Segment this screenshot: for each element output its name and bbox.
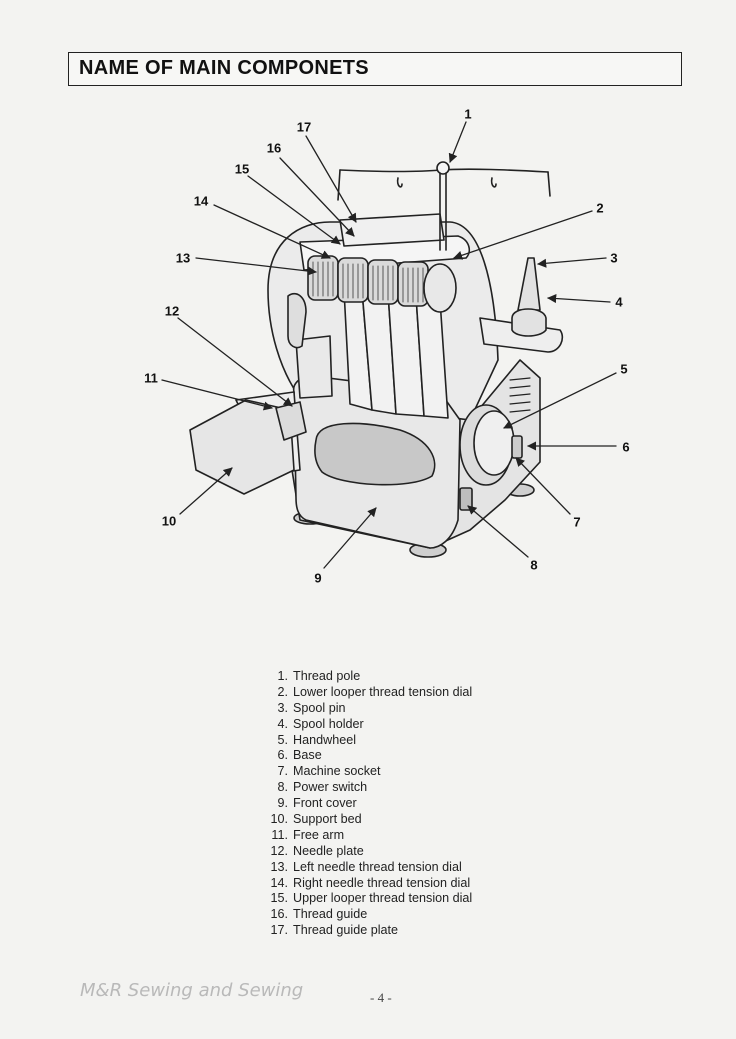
callout-6: 6 [622,439,630,455]
list-item: 7.Machine socket [277,764,381,779]
list-item: 1.Thread pole [277,669,361,683]
list-item: 13.Left needle thread tension dial [270,859,462,874]
callout-3: 3 [610,250,618,266]
side-vent [509,377,531,413]
left-panel [287,292,307,349]
list-item: 8.Power switch [277,780,368,795]
callout-16: 16 [266,140,282,156]
support-bed-shape [189,399,295,495]
list-item: 16.Thread guide [270,907,368,922]
callout-17: 17 [296,119,312,135]
list-item: 6.Base [277,748,322,763]
list-item: 2.Lower looper thread tension dial [277,684,473,699]
socket-shape [511,435,523,459]
thread-stand [337,161,551,251]
list-item: 15.Upper looper thread tension dial [270,891,473,906]
thread-guide-plate [339,213,445,247]
callout-1: 1 [464,106,472,122]
tension-dials [307,255,429,307]
list-item: 12.Needle plate [270,843,364,858]
title-box: NAME OF MAIN COMPONETS [68,52,682,86]
callout-9: 9 [314,570,322,586]
callout-2: 2 [596,200,604,216]
callout-5: 5 [620,361,628,377]
list-item: 3.Spool pin [277,700,346,715]
callout-10: 10 [161,513,177,529]
spool-pin [511,257,547,337]
callout-4: 4 [615,294,623,310]
looper-covers [343,289,449,419]
watermark-brand: M&R Sewing and Sewing [80,980,304,1001]
right-cap [423,263,457,313]
callout-13: 13 [175,250,191,266]
power-switch-shape [459,487,473,511]
presser-area [295,335,333,399]
list-item: 10.Support bed [270,812,362,827]
callout-14: 14 [193,193,209,209]
front-cover-oval [314,422,436,486]
list-item: 17.Thread guide plate [270,923,399,938]
callout-15: 15 [234,161,250,177]
callout-8: 8 [530,557,538,573]
list-item: 9.Front cover [277,796,357,811]
list-item: 14.Right needle thread tension dial [270,875,471,890]
list-item: 11.Free arm [271,827,345,842]
leader-lines [161,121,617,569]
callout-12: 12 [164,303,180,319]
page-title: NAME OF MAIN COMPONETS [79,57,369,79]
page-number: - 4 - [370,990,392,1005]
callout-7: 7 [573,514,581,530]
components-list: 1.Thread pole 2.Lower looper thread tens… [262,669,472,939]
list-item: 5.Handwheel [277,732,357,747]
callout-11: 11 [144,370,158,386]
serger-diagram [161,121,617,569]
list-item: 4.Spool holder [277,716,364,731]
